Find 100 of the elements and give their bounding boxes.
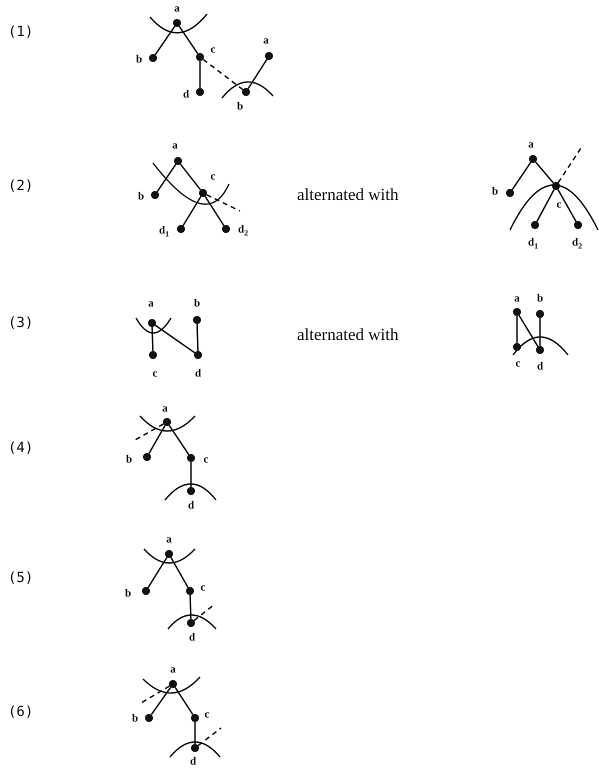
vertex-label: d <box>182 90 190 100</box>
connecting-phrase: alternated with <box>297 325 398 345</box>
vertex-label: b <box>132 714 138 724</box>
vertex-label: d$_{1}$ <box>528 237 538 251</box>
vertex-dot <box>513 308 521 316</box>
vertex-dot <box>194 351 202 359</box>
vertex-dot <box>531 221 539 229</box>
row-number: (1) <box>8 24 34 40</box>
vertex-dot <box>265 52 273 60</box>
vertex-label: c <box>204 454 208 466</box>
vertex-label: c <box>200 582 206 594</box>
vertex-dot <box>199 189 207 197</box>
edge-line <box>148 425 166 454</box>
row-number: (5) <box>8 570 34 586</box>
vertex-dot <box>165 550 173 558</box>
vertex-label: a <box>148 298 154 310</box>
vertex-label: d <box>194 368 202 380</box>
edge-line <box>512 162 532 190</box>
vertex-dot <box>151 191 159 199</box>
edge-line <box>147 557 168 588</box>
row-number: (4) <box>8 440 34 456</box>
vertex-label: c <box>516 358 520 370</box>
vertex-label: b <box>124 588 132 600</box>
edge-line <box>248 58 268 90</box>
vertex-dot <box>191 714 199 722</box>
vertex-dot <box>145 714 153 722</box>
edge-line <box>182 196 202 226</box>
vertex-label: b <box>536 294 544 304</box>
vertex-dot <box>242 88 250 96</box>
vertex-dot <box>187 454 195 462</box>
edge-line <box>151 326 154 352</box>
vertex-label: a <box>514 294 520 304</box>
vertex-label: c <box>210 172 216 182</box>
vertex-label: a <box>263 36 269 46</box>
dashed-line <box>140 685 170 704</box>
vertex-label: a <box>172 140 178 152</box>
vertex-label: b <box>492 186 498 198</box>
vertex-dot <box>536 310 544 318</box>
vertex-label: b <box>236 102 244 112</box>
edge-line <box>536 189 555 222</box>
row-number: (6) <box>8 704 34 720</box>
vertex-dot <box>191 744 199 752</box>
vertex-dot <box>536 346 544 354</box>
edge-line <box>189 594 192 620</box>
connecting-phrase: alternated with <box>297 185 398 205</box>
edge-line <box>180 164 202 190</box>
vertex-dot <box>506 189 514 197</box>
edge-line <box>154 324 196 354</box>
vertex-dot <box>143 453 151 461</box>
vertex-dot <box>187 619 195 627</box>
dashed-line <box>206 194 240 212</box>
edge-line <box>174 686 194 716</box>
vertex-dot <box>163 418 171 426</box>
vertex-label: d$_{2}$ <box>238 224 248 238</box>
vertex-label: c <box>210 44 216 56</box>
edge-line <box>190 462 192 487</box>
dashed-line <box>202 58 244 90</box>
vertex-label: c <box>204 710 210 720</box>
vertex-label: d$_{2}$ <box>572 237 582 251</box>
edge-line <box>170 557 189 588</box>
edge-line <box>199 61 201 88</box>
vertex-dot <box>222 225 230 233</box>
edge-line <box>535 162 554 184</box>
edge-line <box>154 26 176 56</box>
vertex-label: a <box>170 664 176 676</box>
vertex-dot <box>148 319 156 327</box>
vertex-label: b <box>126 454 132 466</box>
vertex-dot <box>196 88 204 96</box>
vertex-dot <box>552 182 560 190</box>
dashed-line <box>134 423 164 441</box>
vertex-label: d <box>536 362 544 372</box>
vertex-dot <box>173 19 181 27</box>
vertex-dot <box>149 351 157 359</box>
vertex-label: a <box>162 404 168 414</box>
vertex-label: c <box>556 200 562 210</box>
dashed-line <box>194 603 216 622</box>
edge-line <box>204 196 224 226</box>
edge-line <box>156 164 176 192</box>
vertex-label: b <box>136 54 142 66</box>
vertex-dot <box>149 54 157 62</box>
dashed-line <box>558 144 584 184</box>
edge-line <box>516 316 518 343</box>
row-number: (3) <box>8 315 34 331</box>
vertex-dot <box>177 225 185 233</box>
vertex-dot <box>196 53 204 61</box>
vertex-label: a <box>174 4 180 14</box>
vertex-dot <box>193 316 201 324</box>
vertex-dot <box>186 587 194 595</box>
vertex-dot <box>142 587 150 595</box>
edge-line <box>178 26 198 54</box>
row-number: (2) <box>8 178 34 194</box>
vertex-label: a <box>166 534 172 546</box>
dashed-line <box>198 727 222 746</box>
vertex-label: d$_{1}$ <box>158 225 170 239</box>
vertex-dot <box>529 155 537 163</box>
vertex-label: b <box>138 192 144 202</box>
edge-line <box>557 189 577 222</box>
vertex-label: d <box>188 500 194 512</box>
vertex-dot <box>187 487 195 495</box>
vertex-dot <box>574 221 582 229</box>
